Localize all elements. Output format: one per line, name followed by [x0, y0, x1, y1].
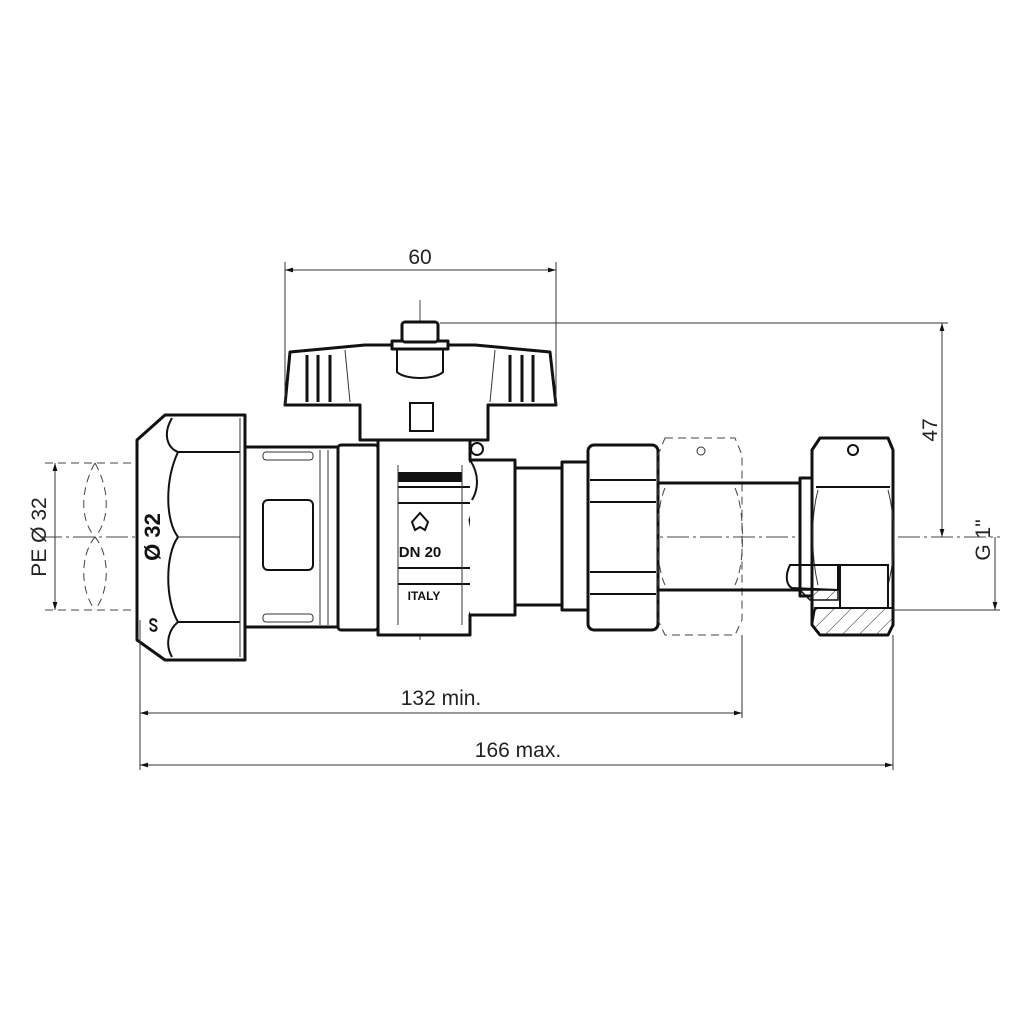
logo-mark: ᔕ: [144, 617, 161, 632]
fitting-body: [243, 443, 380, 632]
size-marking: DN 20: [399, 544, 442, 561]
dimension-166-max: 166 max.: [140, 635, 894, 770]
valve-body: DN 20 ITALY: [376, 438, 517, 637]
svg-text:G 1": G 1": [972, 519, 995, 560]
brand-marking: [398, 472, 462, 482]
butterfly-handle[interactable]: [283, 320, 558, 442]
dimension-132-min: 132 min.: [139, 620, 743, 770]
svg-text:PE Ø 32: PE Ø 32: [28, 497, 51, 576]
union-nut: [586, 443, 660, 632]
dimension-47: 47: [440, 322, 948, 537]
swivel-nut: [785, 436, 895, 637]
svg-text:166 max.: 166 max.: [475, 739, 561, 762]
flow-arrow-icon: [410, 511, 430, 532]
svg-text:132 min.: 132 min.: [401, 687, 482, 710]
svg-text:60: 60: [408, 246, 431, 269]
tailpiece: [513, 460, 591, 612]
dimension-pe-pipe: PE Ø 32: [28, 463, 58, 610]
origin-marking: ITALY: [408, 589, 441, 603]
pe-pipe-ghost: [45, 462, 137, 611]
nut-marking: Ø 32: [140, 513, 165, 561]
svg-text:47: 47: [919, 418, 942, 441]
dimension-thread: G 1": [893, 519, 1000, 611]
union-nut-extended-ghost: [657, 437, 743, 636]
compression-nut: [135, 413, 247, 662]
dimension-60: 60: [284, 246, 557, 405]
